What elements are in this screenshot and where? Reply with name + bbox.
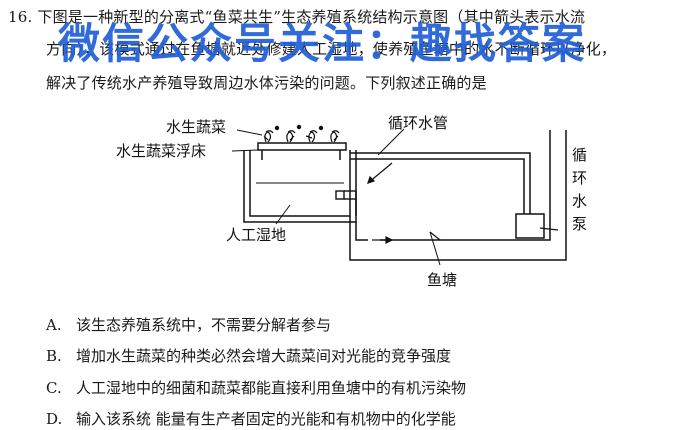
label-pump-3: 水 bbox=[572, 192, 587, 210]
float-bed bbox=[257, 142, 347, 160]
option-letter: D. bbox=[46, 410, 63, 428]
option-text: 人工湿地中的细菌和蔬菜都能直接利用鱼塘中的有机污染物 bbox=[76, 379, 467, 397]
label-pump-2: 环 bbox=[572, 169, 587, 187]
option-c[interactable]: C. 人工湿地中的细菌和蔬菜都能直接利用鱼塘中的有机污染物 bbox=[46, 377, 466, 398]
watermark-text: 微信公众号关注：趣找答案 bbox=[58, 19, 587, 68]
leader-lines bbox=[231, 128, 441, 266]
label-pump-1: 循 bbox=[572, 146, 587, 164]
option-letter: A. bbox=[46, 316, 62, 334]
label-vegetables: 水生蔬菜 bbox=[166, 118, 226, 136]
label-pipe: 循环水管 bbox=[388, 114, 448, 132]
option-text: 该生态养殖系统中，不需要分解者参与 bbox=[76, 316, 332, 334]
label-pond: 鱼塘 bbox=[427, 271, 457, 289]
water-pump bbox=[515, 213, 545, 239]
question-line-2: 方向），该模式通过在鱼塘就近处修建人工湿地，使养殖鱼塘中的水不断循环以净化， bbox=[46, 40, 617, 58]
option-text: 增加水生蔬菜的种类必然会增大蔬菜间对光能的竞争强度 bbox=[76, 347, 452, 365]
option-letter: B. bbox=[46, 347, 62, 365]
option-d[interactable]: D. 输入该系统 能量有生产者固定的光能和有机物中的化学能 bbox=[46, 408, 456, 429]
label-float-bed: 水生蔬菜浮床 bbox=[116, 142, 206, 160]
vegetable-plants bbox=[263, 124, 340, 143]
option-letter: C. bbox=[46, 379, 62, 397]
label-wetland: 人工湿地 bbox=[226, 226, 286, 244]
option-b[interactable]: B. 增加水生蔬菜的种类必然会增大蔬菜间对光能的竞争强度 bbox=[46, 345, 451, 366]
label-pump-4: 泵 bbox=[572, 215, 587, 233]
flow-arrows bbox=[367, 162, 559, 244]
wetland-tank bbox=[243, 150, 357, 223]
option-a[interactable]: A. 该生态养殖系统中，不需要分解者参与 bbox=[46, 314, 331, 335]
circulation-pipe bbox=[350, 152, 531, 215]
question-line-1: 16. 下图是一种新型的分离式“鱼菜共生”生态养殖系统结构示意图（其中箭头表示水… bbox=[8, 8, 586, 26]
question-line-3: 解决了传统水产养殖导致周边水体污染的问题。下列叙述正确的是 bbox=[46, 74, 487, 92]
fish-pond bbox=[349, 130, 567, 261]
outlet-pipe bbox=[335, 190, 356, 200]
option-text: 输入该系统 能量有生产者固定的光能和有机物中的化学能 bbox=[76, 410, 456, 428]
